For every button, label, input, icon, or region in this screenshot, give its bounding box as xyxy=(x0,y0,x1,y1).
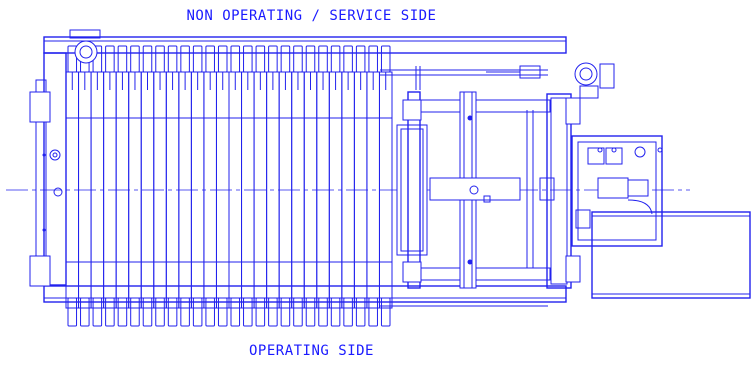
fixed-head xyxy=(29,52,67,287)
filter-plate xyxy=(165,45,180,327)
bottom-side-beam xyxy=(43,285,567,303)
filter-plate xyxy=(353,45,368,327)
filter-plate xyxy=(140,45,155,327)
filter-plate xyxy=(65,45,80,327)
filter-plate xyxy=(203,45,217,327)
filter-plate xyxy=(278,45,293,327)
filter-plate xyxy=(291,45,305,327)
filter-plate xyxy=(128,45,142,327)
filter-plate xyxy=(103,45,117,327)
top-side-beam xyxy=(43,29,567,54)
filter-plate xyxy=(190,45,205,327)
filter-plate xyxy=(303,45,318,327)
top-eye-bolt xyxy=(74,40,98,64)
crosshead-frame xyxy=(419,91,551,289)
filter-plate xyxy=(78,45,92,327)
follower-plate xyxy=(396,91,428,289)
filter-plate xyxy=(178,45,192,327)
filter-plate xyxy=(316,45,330,327)
filter-plate xyxy=(341,45,355,327)
filter-plate xyxy=(115,45,130,327)
hydraulic-power-unit xyxy=(571,135,663,247)
operating-side-label: OPERATING SIDE xyxy=(248,343,374,359)
filter-plate xyxy=(241,45,255,327)
filter-plate-stack xyxy=(65,45,393,327)
service-side-label: NON OPERATING / SERVICE SIDE xyxy=(186,8,437,24)
hose-connection xyxy=(486,62,615,99)
filter-plate xyxy=(228,45,243,327)
filter-plate xyxy=(266,45,280,327)
filter-plate xyxy=(328,45,343,327)
filter-plate xyxy=(378,45,393,327)
guide-rods xyxy=(380,66,548,307)
filter-plate xyxy=(153,45,167,327)
oil-tank xyxy=(591,211,751,299)
filter-plate xyxy=(90,45,105,327)
filter-plate xyxy=(215,45,230,327)
cylinder-head xyxy=(539,93,581,289)
filter-plate xyxy=(366,45,380,327)
filter-plate xyxy=(253,45,268,327)
carriage-rollers xyxy=(402,99,422,283)
